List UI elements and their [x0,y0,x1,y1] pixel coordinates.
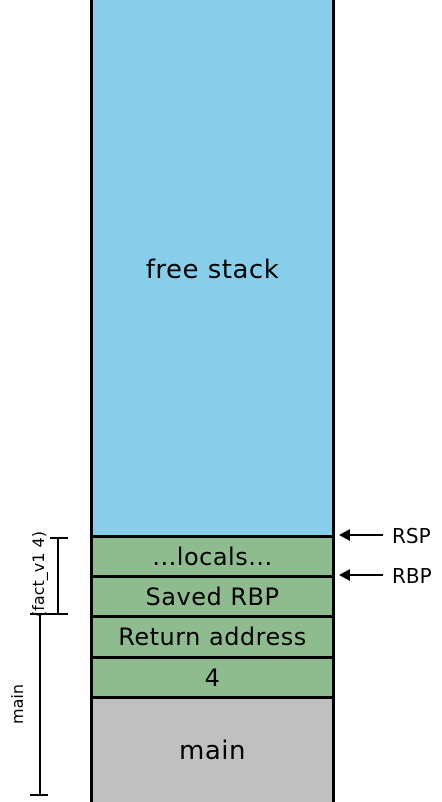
saved-rbp-label: Saved RBP [145,582,280,611]
rbp-label: RBP [392,564,432,588]
argument-block: 4 [93,656,332,696]
return-address-block: Return address [93,615,332,656]
free-stack-label: free stack [145,255,280,285]
main-frame-block: main [93,696,332,802]
frame-bracket [50,537,68,615]
main-bracket-label: main [8,684,27,724]
rsp-label: RSP [392,524,431,548]
frame-bracket-label: (fact_v1 4) [29,531,48,617]
stack-column: free stack ...locals... Saved RBP Return… [90,0,335,802]
rbp-arrow-icon [339,569,383,581]
locals-block: ...locals... [93,535,332,575]
main-bracket [30,613,68,796]
main-frame-label: main [179,735,246,766]
argument-label: 4 [204,663,221,692]
free-stack-region: free stack [93,0,332,535]
saved-rbp-block: Saved RBP [93,575,332,615]
return-address-label: Return address [118,623,307,651]
rsp-arrow-icon [339,529,383,541]
locals-label: ...locals... [152,542,273,571]
